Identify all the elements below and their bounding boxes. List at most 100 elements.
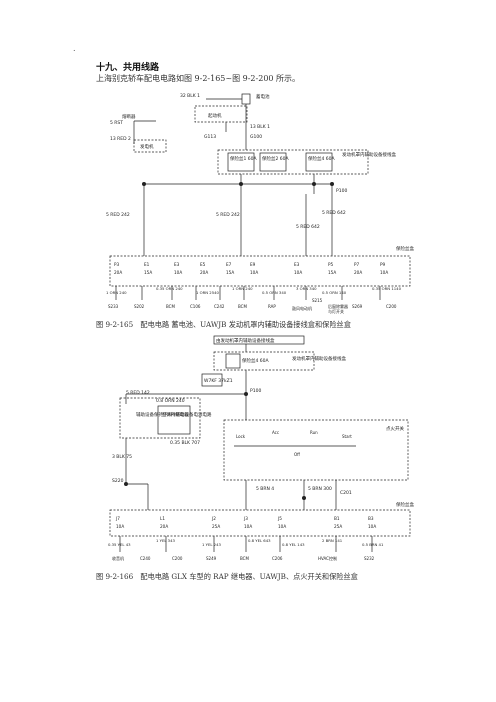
figure-165-diagram: 蓄电池 起动机 32 BLK 1 熔断器 5 RST 13 RED 2 发电机 …: [106, 93, 414, 314]
fuse-id: E5: [200, 262, 206, 267]
ign-pos: Off: [294, 452, 300, 457]
fuse-id: E7: [226, 262, 232, 267]
fuse-id: E3: [294, 262, 300, 267]
conn-label: C106: [190, 304, 201, 309]
fuse-box-166: [109, 509, 411, 537]
battery-symbol: [241, 93, 251, 105]
ground-1-label: G113: [204, 134, 216, 140]
bottom-conn-166: 收音机 C240 C200 S249 BCM C206 HVAC控制 S232: [112, 555, 375, 561]
fuse-id: E9: [250, 262, 256, 267]
intro-paragraph: 上海别克轿车配电电路如图 9-2-165~图 9-2-200 所示。: [96, 74, 301, 83]
wire-f-166: 5 BRN 4: [256, 486, 274, 492]
splice-s220: S220: [112, 478, 124, 484]
wire-b-166: 0.8 ORN 240: [156, 398, 185, 404]
wire-label: 1 ORN 240: [106, 290, 127, 295]
wire-label: 0.35 ORN 1140: [372, 286, 402, 291]
fuse-amp: 10A: [368, 524, 376, 529]
splice-label: P100: [336, 188, 347, 194]
pin-label: W7KF 37kZ1: [204, 378, 233, 384]
conn-label: S249: [206, 556, 217, 561]
wire-f-label: 13 BLK 1: [250, 124, 270, 130]
pin-box: [201, 373, 223, 387]
underhood-box: [217, 149, 369, 175]
conn-label: S269: [352, 304, 363, 309]
fuse-id: P5: [328, 262, 334, 267]
wire-a-166: 5 RED 142: [126, 390, 150, 396]
figure-166-diagram: 由发动机罩内辅助设备接线盒 保险丝4 60A 发动机罩内辅助设备接线盒 W7KF…: [108, 335, 414, 561]
wire-e-label-1: 5 RED 642: [296, 224, 320, 230]
ignition-positions: Lock Acc Run Start Off: [236, 430, 352, 457]
fuse-id: E1: [144, 262, 150, 267]
fuse-amp: 10A: [250, 270, 258, 275]
conn-label: S232: [364, 556, 375, 561]
fuse-amp: 20A: [160, 524, 168, 529]
fuse-amp: 15A: [226, 270, 234, 275]
wire-d-166: 0.35 BLK 707: [170, 440, 200, 446]
splice-label-166: P100: [250, 388, 261, 394]
conn-label: 与灯开关: [328, 308, 344, 314]
fusible-label: 熔断器: [122, 113, 136, 120]
fuse-box-label: 保险丝盒: [396, 245, 414, 252]
fuse-box-165: [109, 255, 411, 287]
wire-label: 0.8 YEL 143: [282, 542, 305, 547]
fuse-amp: 15A: [144, 270, 152, 275]
wire-label: 0.35 YEL 43: [108, 542, 131, 547]
conn-label: 鼓风电动机: [292, 305, 312, 311]
wire-d-label-1: 5 RED 242: [106, 212, 130, 218]
maxi-fuse-3-label: 保险丝4 60A: [308, 155, 336, 162]
fuse-amp: 10A: [278, 524, 286, 529]
fuse-row-165: P3 E1 E3 E5 E7 E9 E3 P5 P7 P9 20A 15A 10…: [114, 262, 388, 275]
wire-label: 2 BRN 141: [322, 538, 343, 543]
wire-b-label: 5 RST: [110, 120, 123, 126]
wire-label: 0.5 BRN 41: [362, 542, 384, 547]
generator-label: 发电机: [140, 143, 154, 150]
bottom-wires-166: 0.35 YEL 43 1 YEL 343 1 YEL 243 0.8 YEL …: [108, 538, 384, 547]
fuse-id: P3: [114, 262, 120, 267]
fuse-id: P7: [354, 262, 360, 267]
starter-box: [194, 105, 248, 123]
wire-c-166: 3 BLK 75: [112, 454, 132, 460]
fuse-amp: 20A: [114, 270, 122, 275]
fuse-amp: 25A: [334, 524, 342, 529]
ground-2-label: G100: [250, 134, 262, 140]
top-source-label: 由发动机罩内辅助设备接线盒: [216, 337, 275, 344]
fuse-amp: 10A: [174, 270, 182, 275]
fuse-amp: 10A: [244, 524, 252, 529]
ignition-label: 点火开关: [386, 425, 404, 432]
ign-pos: Acc: [272, 430, 279, 435]
conn-label: S215: [312, 298, 323, 303]
battery-label: 蓄电池: [256, 93, 270, 100]
page-dot: .: [73, 44, 76, 53]
fuse-id: J7: [115, 516, 120, 521]
fuse-row-166: J7 L1 J2 J3 J5 B1 B3 10A 20A 25A 10A 10A…: [115, 516, 376, 529]
wire-label: 0.5 ORN 340: [262, 290, 287, 295]
generator-box: [133, 139, 167, 153]
fuse-amp: 15A: [328, 270, 336, 275]
fuse-amp: 10A: [116, 524, 124, 529]
fuse-box-label-166: 保险丝盒: [396, 501, 414, 508]
conn-label: S233: [108, 304, 119, 309]
relay-label: 辅助设备保持(RAP)继电器: [136, 411, 189, 418]
wire-label: 1 ORN 240: [232, 286, 253, 291]
wire-label: 3 ORN 340: [296, 286, 317, 291]
fuse-id: B3: [368, 516, 374, 521]
fuse-amp: 25A: [212, 524, 220, 529]
conn-label: C200: [386, 304, 397, 309]
conn-label: BCM: [238, 304, 247, 309]
conn-c201: C201: [340, 490, 352, 496]
underhood-box-2: [213, 351, 315, 371]
conn-label: BCM: [166, 304, 175, 309]
conn-label: 收音机: [112, 555, 124, 561]
conn-label: RAP: [268, 304, 276, 309]
wire-label: 1 ORN 2540: [196, 290, 220, 295]
ign-pos: Start: [342, 434, 352, 439]
conn-label: HVAC控制: [318, 555, 337, 561]
underhood-label: 发动机罩内辅助设备接线盒: [342, 151, 396, 158]
wire-label: 0.8 YEL 643: [248, 538, 271, 543]
wire-e-166: 5 BRN 300: [308, 486, 332, 492]
fuse-id: B1: [334, 516, 340, 521]
conn-label: C242: [214, 304, 225, 309]
wire-label: 1 YEL 343: [156, 538, 175, 543]
top-source-box: [213, 335, 305, 345]
ign-pos: Lock: [236, 434, 246, 439]
